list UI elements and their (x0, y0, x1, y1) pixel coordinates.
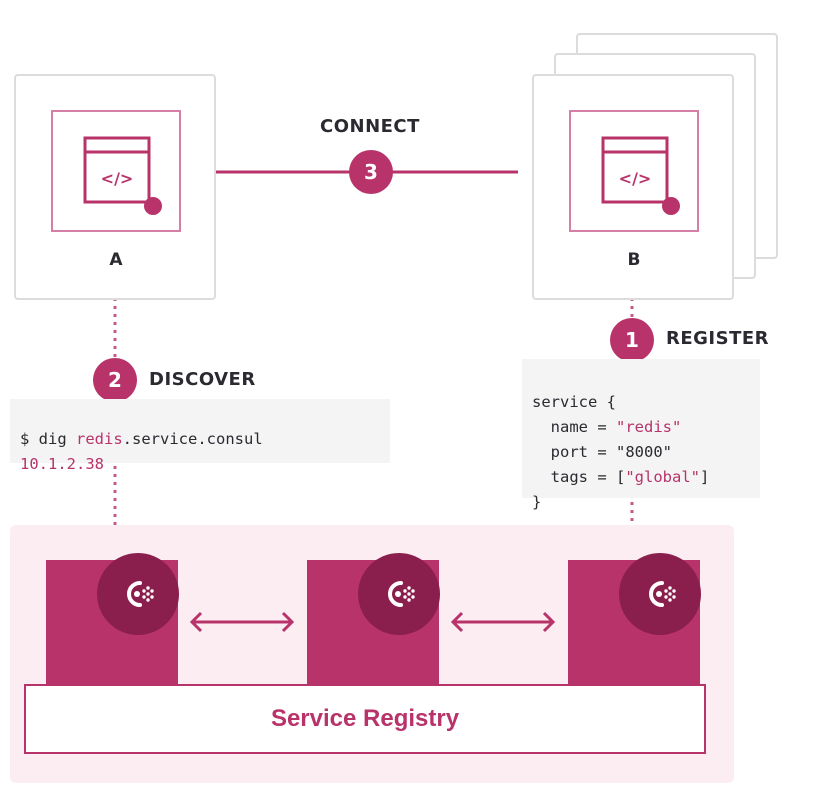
register-label: REGISTER (666, 328, 770, 349)
code-key: tags = [ (532, 468, 626, 486)
dns-query-code-block: $ dig redis.service.consul 10.1.2.38 (10, 399, 390, 473)
node-b-label: B (627, 250, 641, 270)
consul-logo-icon (358, 553, 440, 635)
code-window-icon: </> (601, 136, 680, 215)
discover-step-badge: 2 (93, 358, 137, 402)
connect-label: CONNECT (320, 116, 420, 137)
dns-query-line: $ dig redis.service.consul (20, 427, 390, 452)
register-step-badge: 1 (610, 318, 654, 362)
svg-text:</>: </> (619, 169, 652, 188)
code-line: name = "redis" (532, 415, 760, 440)
consul-logo-icon (649, 581, 676, 607)
dns-result-ip: 10.1.2.38 (20, 455, 104, 473)
code-line: service { (532, 393, 616, 411)
consul-logo-icon (619, 553, 701, 635)
dns-service-name: redis (76, 430, 123, 448)
consul-logo-icon (127, 581, 154, 607)
app-icon-frame-a: </> (51, 110, 181, 232)
node-a-label: A (109, 250, 123, 270)
app-icon-frame-b: </> (569, 110, 699, 232)
code-line: tags = ["global"] (532, 465, 760, 490)
code-line: port = "8000" (532, 443, 672, 461)
node-b-card[interactable]: </> B (532, 74, 734, 300)
dns-command: $ dig (20, 430, 76, 448)
connect-step-badge: 3 (349, 150, 393, 194)
code-value-tag: "global" (625, 468, 700, 486)
code-key: name = (532, 418, 616, 436)
discover-label: DISCOVER (149, 369, 256, 390)
service-definition-code-block: service { name = "redis" port = "8000" t… (522, 359, 760, 511)
code-bracket: ] (699, 468, 710, 486)
consul-logo-icon (388, 581, 415, 607)
code-line: } (532, 493, 542, 511)
code-value-name: "redis" (616, 418, 682, 436)
code-window-icon: </> (83, 136, 162, 215)
node-a-card[interactable]: </> A (14, 74, 216, 300)
dns-domain: .service.consul (122, 430, 263, 448)
service-registry-bar[interactable]: Service Registry (24, 684, 706, 754)
consul-logo-icon (97, 553, 179, 635)
svg-text:</>: </> (101, 169, 134, 188)
